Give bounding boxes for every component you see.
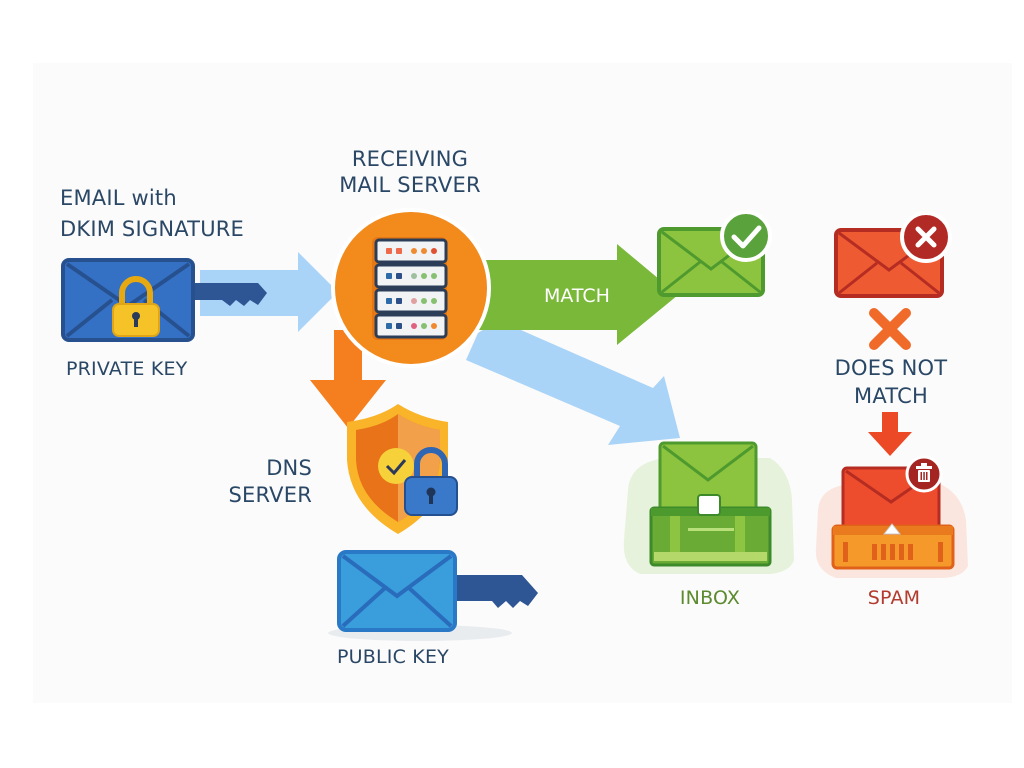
- spam-label: SPAM: [867, 587, 921, 609]
- private-key-label: PRIVATE KEY: [66, 358, 188, 380]
- receiving-server-label-line1: RECEIVING: [351, 147, 469, 171]
- check-badge-icon: [720, 210, 772, 262]
- does-not-match-label-line1: DOES NOT: [834, 356, 948, 380]
- x-badge-icon: [900, 211, 952, 263]
- dns-server-label-line1: DNS: [266, 456, 312, 480]
- arrow-server-to-match: [470, 244, 678, 345]
- receiving-server-icon: [331, 208, 491, 368]
- dns-server-label-line2: SERVER: [228, 483, 312, 507]
- inbox-tray-icon: [623, 441, 794, 574]
- trash-badge-icon: [905, 455, 943, 493]
- spam-tray-icon: [815, 466, 968, 578]
- does-not-match-label-line2: MATCH: [854, 384, 928, 408]
- receiving-server-label-line2: MAIL SERVER: [339, 173, 481, 197]
- arrow-to-spam: [868, 412, 912, 456]
- public-key-icon: [328, 550, 538, 641]
- inbox-label: INBOX: [679, 587, 741, 609]
- signed-envelope-icon: [61, 258, 195, 342]
- padlock-icon: [112, 276, 160, 337]
- public-key-label: PUBLIC KEY: [337, 646, 449, 668]
- email-label-line2: DKIM SIGNATURE: [60, 217, 245, 241]
- dns-padlock-icon: [404, 447, 458, 516]
- mismatch-x-icon: [869, 308, 911, 350]
- arrow-server-to-dns: [310, 330, 386, 428]
- private-key-icon: [186, 283, 267, 306]
- arrow-server-to-inbox: [466, 320, 680, 445]
- arrow-email-to-server: [200, 252, 338, 332]
- email-label-line1: EMAIL with: [60, 186, 177, 210]
- match-label: MATCH: [544, 285, 610, 307]
